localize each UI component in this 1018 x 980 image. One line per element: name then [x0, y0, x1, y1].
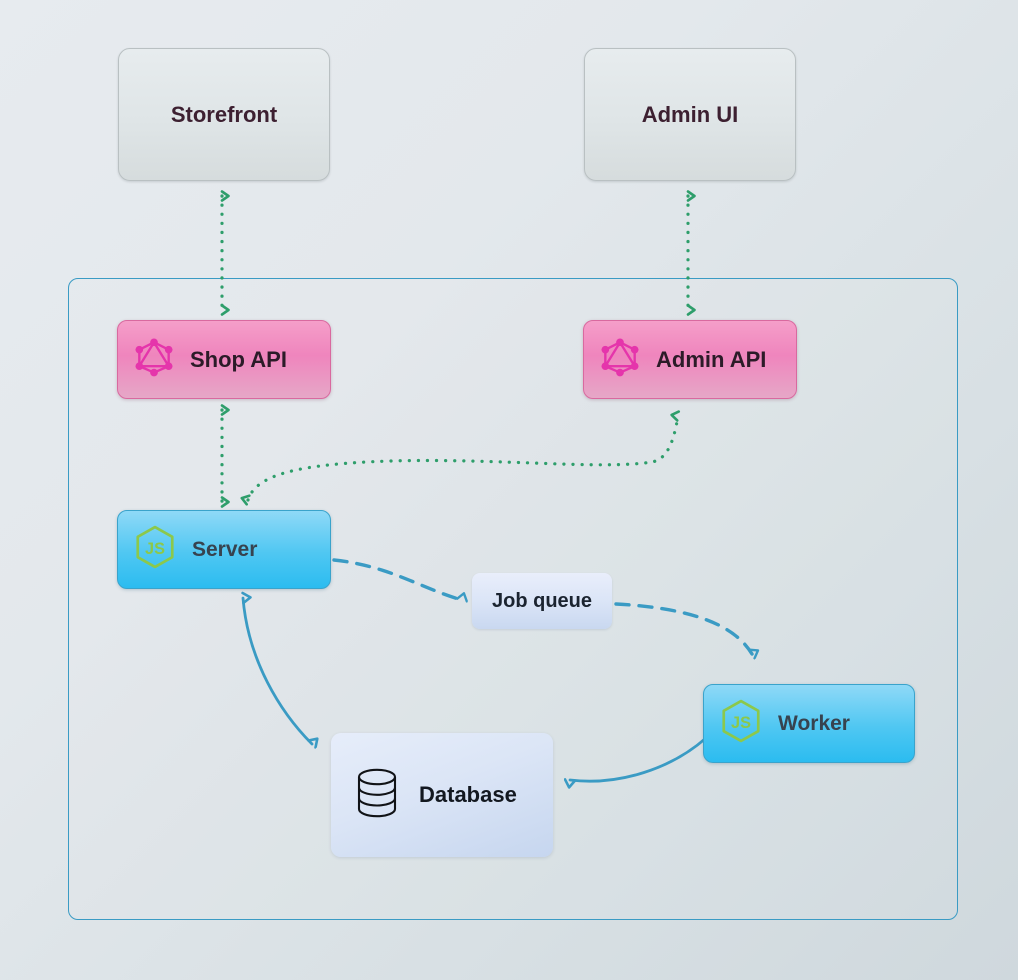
nodejs-icon: JS [718, 698, 764, 749]
vendure-server-boundary [68, 278, 958, 920]
node-shop-api-label: Shop API [190, 346, 287, 372]
node-job-queue[interactable]: Job queue [472, 573, 612, 629]
node-job-queue-label: Job queue [491, 589, 592, 612]
node-admin-api[interactable]: Admin API [583, 320, 797, 399]
node-storefront-label: Storefront [170, 101, 278, 127]
graphql-icon [132, 335, 176, 384]
node-shop-api[interactable]: Shop API [117, 320, 331, 399]
node-admin-ui-label: Admin UI [641, 101, 739, 127]
node-database[interactable]: Database [331, 733, 553, 857]
node-worker-label: Worker [778, 711, 850, 735]
node-server-label: Server [192, 537, 258, 561]
svg-text:JS: JS [731, 714, 751, 732]
node-server[interactable]: JS Server [117, 510, 331, 589]
database-icon [353, 765, 401, 826]
node-worker[interactable]: JS Worker [703, 684, 915, 763]
node-storefront[interactable]: Storefront [118, 48, 330, 181]
node-admin-api-label: Admin API [656, 346, 767, 372]
graphql-icon [598, 335, 642, 384]
svg-text:JS: JS [145, 540, 165, 558]
node-admin-ui[interactable]: Admin UI [584, 48, 796, 181]
nodejs-icon: JS [132, 524, 178, 575]
node-database-label: Database [419, 782, 517, 807]
